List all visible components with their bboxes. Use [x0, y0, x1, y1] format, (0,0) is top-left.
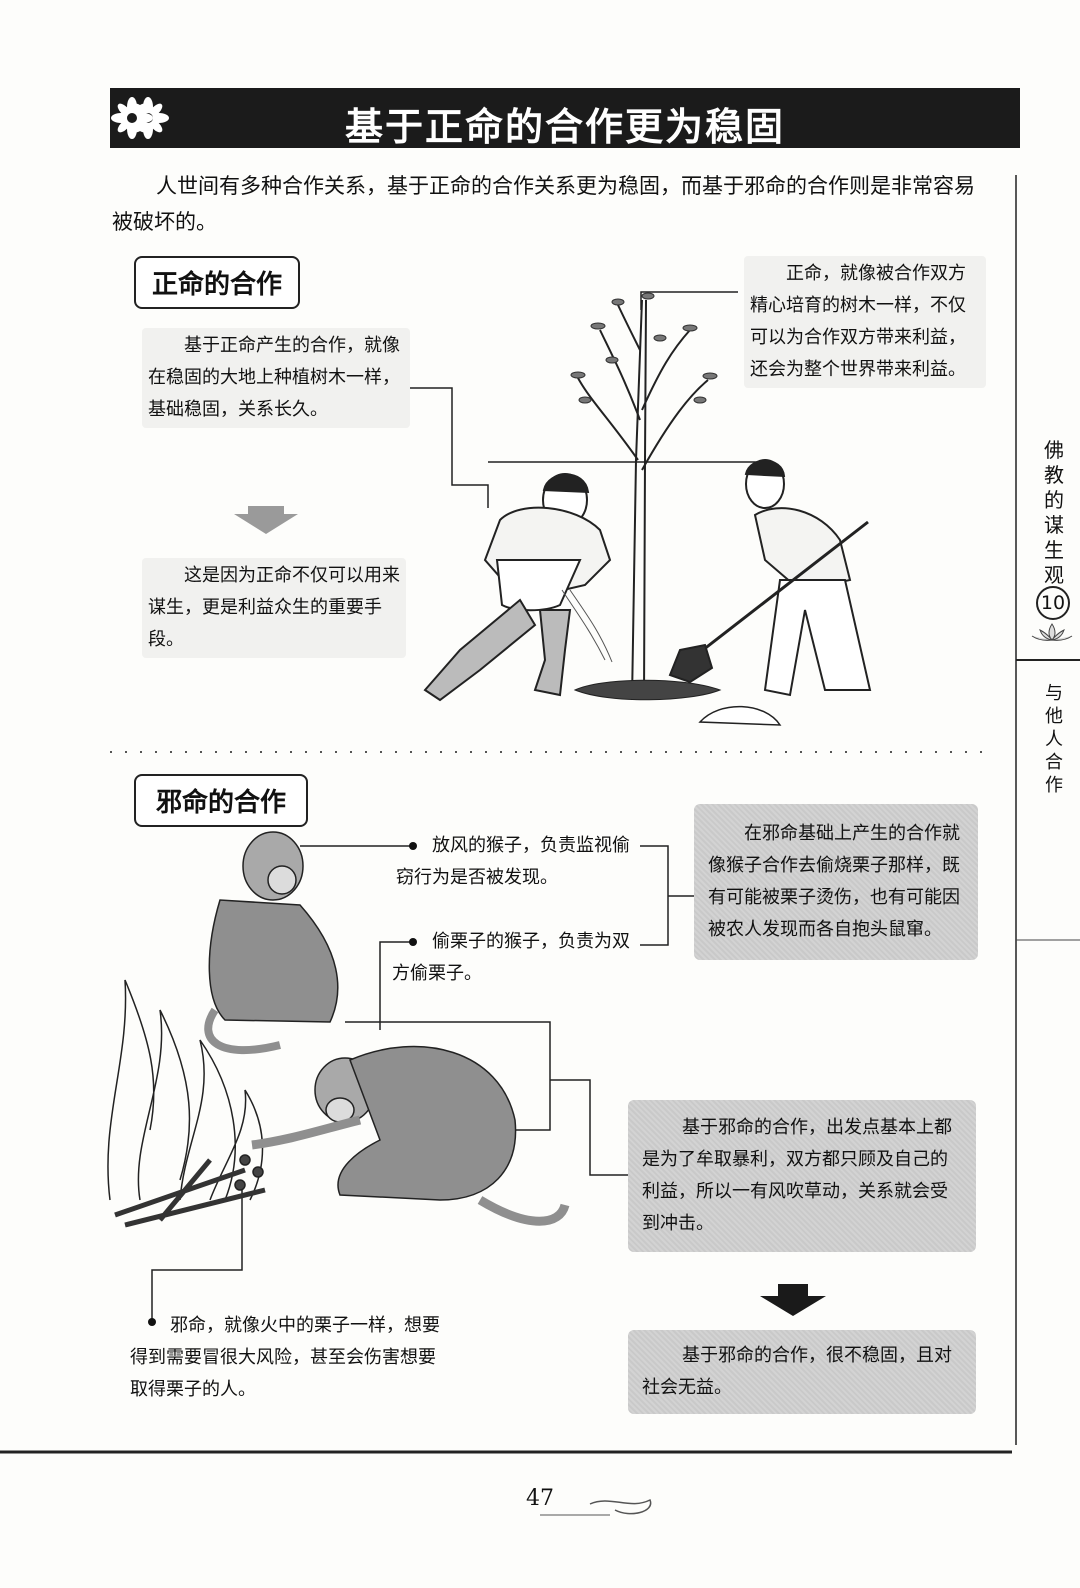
chapter-tab-label: 佛教的谋生观 — [1044, 438, 1064, 587]
lookout-monkey-illustration — [204, 831, 339, 1055]
note-lookout-monkey: 放风的猴子，负责监视偷窃行为是否被发现。 — [396, 835, 630, 888]
box-conclusion: 基于邪命的合作，很不稳固，且对社会无益。 — [628, 1330, 976, 1414]
man-watering-illustration — [423, 473, 613, 702]
note-reason: 这是因为正命不仅可以用来谋生，更是利益众生的重要手段。 — [142, 558, 406, 658]
section-label-wrong-livelihood: 邪命的合作 — [134, 774, 309, 827]
note-tree: 正命，就像被合作双方精心培育的树木一样，不仅可以为合作双方带来利益，还会为整个世… — [744, 256, 986, 388]
flower-icon — [111, 97, 153, 139]
lotus-icon — [1031, 623, 1073, 641]
chapter-number-badge: 10 — [1036, 586, 1070, 620]
intro-paragraph: 人世间有多种合作关系，基于正命的合作关系更为稳固，而基于邪命的合作则是非常容易被… — [112, 174, 975, 234]
tree-illustration — [570, 292, 718, 701]
page-title: 基于正命的合作更为稳固 — [344, 105, 785, 149]
section-label-right-livelihood: 正命的合作 — [134, 256, 301, 309]
man-digging-illustration — [668, 459, 872, 697]
note-chestnut: 邪命，就像火中的栗子一样，想要得到需要冒很大风险，甚至会伤害想要取得栗子的人。 — [130, 1315, 440, 1400]
stealing-monkey-illustration — [251, 1045, 570, 1226]
fire-illustration — [107, 979, 266, 1228]
down-arrow-icon — [234, 506, 298, 534]
box-monkeys: 在邪命基础上产生的合作就像猴子合作去偷烧栗子那样，既有可能被栗子烫伤，也有可能因… — [694, 804, 978, 960]
title-banner: 基于正命的合作更为稳固 — [110, 88, 1020, 149]
down-arrow-icon — [760, 1284, 826, 1316]
section-tab-label: 与他人合作 — [1045, 683, 1063, 796]
page-number: 47 — [526, 1486, 554, 1511]
box-profit: 基于邪命的合作，出发点基本上都是为了牟取暴利，双方都只顾及自己的利益，所以一有风… — [628, 1100, 976, 1252]
note-foundation: 基于正命产生的合作，就像在稳固的大地上种植树木一样，基础稳固，关系长久。 — [142, 328, 410, 428]
note-stealing-monkey: 偷栗子的猴子，负责为双方偷栗子。 — [392, 931, 630, 984]
